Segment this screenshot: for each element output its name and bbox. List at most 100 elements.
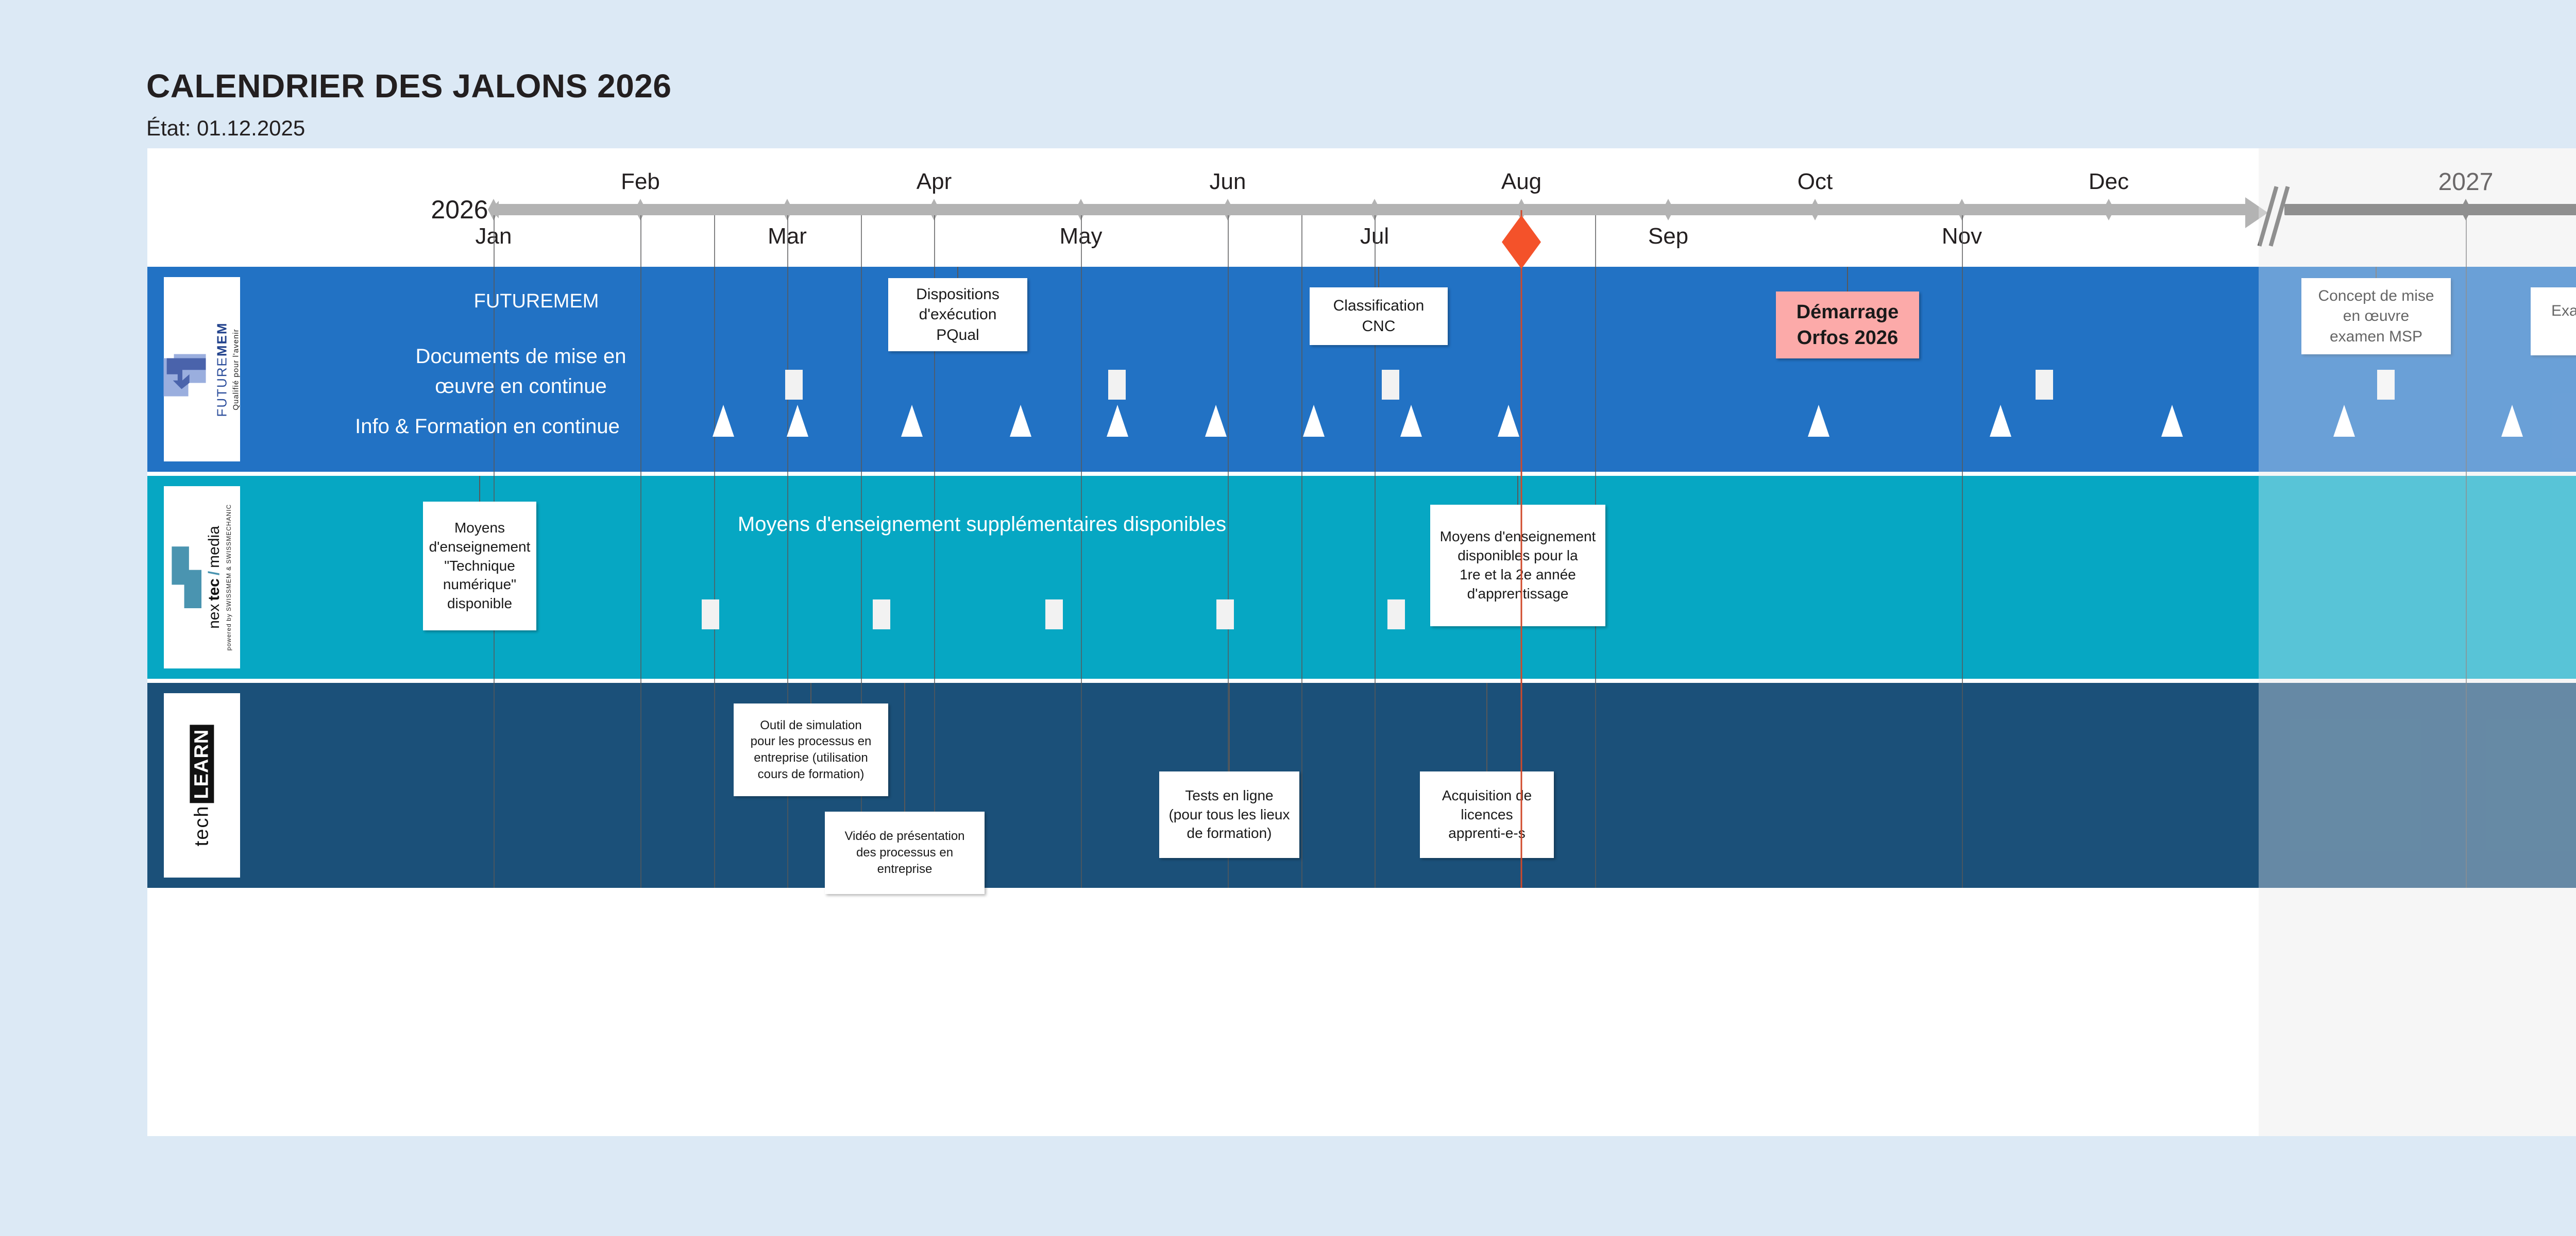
triangle-marker: [1990, 405, 2011, 437]
axis-month-label: Oct: [1797, 169, 1833, 194]
axis-tick-future: [2460, 199, 2471, 220]
callout-leader-line: [1378, 267, 1379, 288]
triangle-marker: [2501, 405, 2523, 437]
triangle-marker: [787, 405, 808, 437]
square-marker: [785, 370, 803, 400]
futuremem-arrow-icon: [163, 338, 209, 400]
axis-month-label: Jun: [1209, 169, 1246, 194]
triangle-marker: [1303, 405, 1325, 437]
triangle-marker: [901, 405, 923, 437]
logo-tagline: powered by SWISSMEM & SWISSMECHANIC: [225, 504, 233, 651]
callout-label: Examen partielsérie 0: [2551, 302, 2576, 320]
square-marker: [1108, 370, 1126, 400]
triangle-marker: [2161, 405, 2183, 437]
axis-tick: [1809, 199, 1821, 220]
gridline: [861, 215, 862, 888]
axis-month-label: Feb: [621, 169, 660, 194]
axis-month-label: Apr: [916, 169, 952, 194]
axis-tick: [488, 199, 499, 220]
axis-year-label-future: 2027: [2438, 168, 2494, 196]
gridline: [934, 215, 935, 888]
gridline: [2466, 215, 2467, 888]
axis-tick: [1663, 199, 1674, 220]
axis-month-label: Sep: [1648, 224, 1689, 249]
lane-inline-label: Moyens d'enseignement supplémentaires di…: [737, 513, 1227, 536]
gridline: [1081, 215, 1082, 888]
square-marker: [1387, 599, 1405, 629]
axis-tick: [1369, 199, 1380, 220]
gridline: [1301, 215, 1302, 888]
triangle-marker: [2333, 405, 2355, 437]
square-marker: [1216, 599, 1234, 629]
callout-leader-line: [479, 476, 480, 503]
square-marker: [2377, 370, 2395, 400]
gridline: [714, 215, 715, 888]
triangle-marker: [1205, 405, 1227, 437]
gridline: [787, 215, 788, 888]
axis-month-label: Aug: [1501, 169, 1542, 194]
axis-tick: [1956, 199, 1968, 220]
axis-tick: [782, 199, 793, 220]
triangle-marker: [1400, 405, 1422, 437]
axis-tick: [1516, 199, 1527, 220]
square-marker: [702, 599, 719, 629]
gridline: [1228, 215, 1229, 888]
page-title: CALENDRIER DES JALONS 2026: [146, 67, 672, 105]
axis-month-label: Dec: [2088, 169, 2129, 194]
triangle-marker: [1808, 405, 1829, 437]
nextec-arrow-icon: [172, 546, 201, 608]
gridline: [1375, 215, 1376, 888]
lane-inline-label: œuvre en continue: [435, 375, 607, 398]
callout-box[interactable]: Examen partielsérie 0: [2531, 287, 2576, 355]
axis-tick: [635, 199, 646, 220]
axis-line-future: [2284, 204, 2576, 215]
square-marker: [1045, 599, 1063, 629]
callout-leader-line: [1517, 476, 1518, 506]
callout-leader-line: [2376, 267, 2377, 279]
callout-leader-line: [810, 683, 811, 705]
logo-name: FUTUREMEM: [214, 321, 230, 417]
square-marker: [2036, 370, 2053, 400]
callout-leader-line: [957, 267, 958, 279]
callout-leader-line: [904, 683, 905, 813]
square-marker: [873, 599, 890, 629]
square-marker: [1382, 370, 1399, 400]
milestone-vertical-line: [1520, 210, 1522, 888]
gridline: [1962, 215, 1963, 888]
callout-leader-line: [1486, 683, 1487, 772]
triangle-marker: [1498, 405, 1519, 437]
triangle-marker: [713, 405, 734, 437]
axis-year-label: 2026: [431, 195, 488, 224]
